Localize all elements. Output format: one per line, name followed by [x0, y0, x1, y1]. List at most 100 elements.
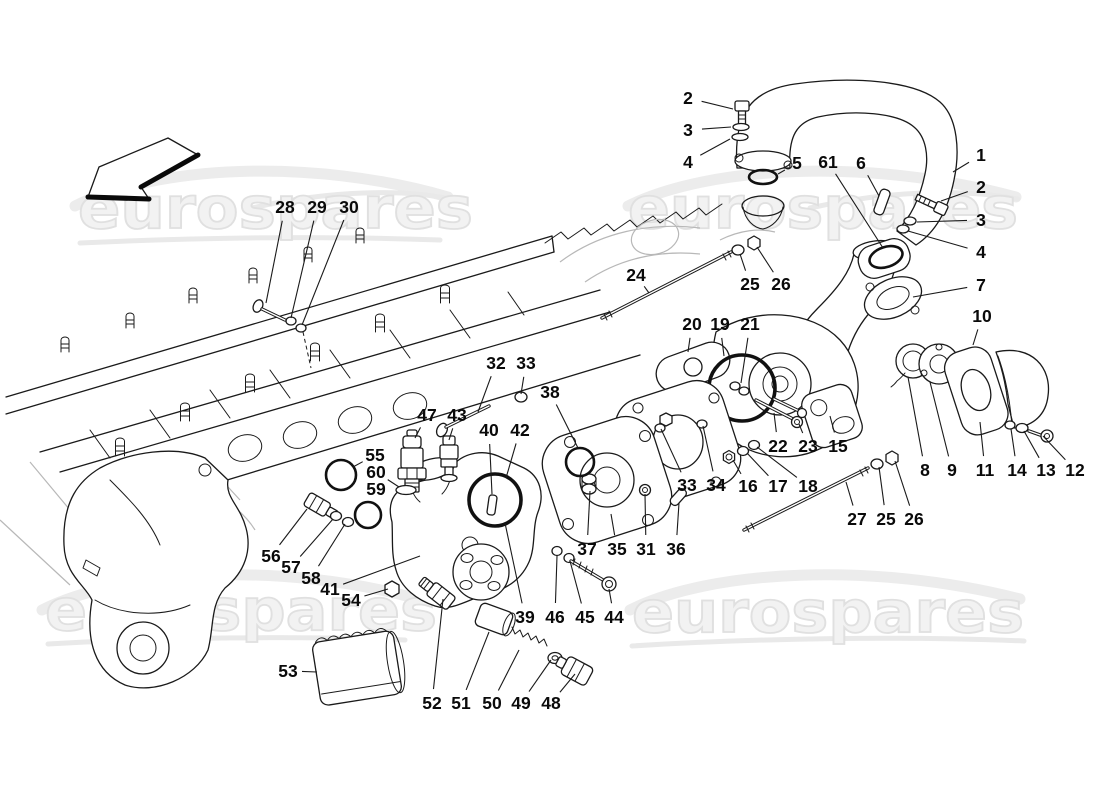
bolt-head	[601, 576, 617, 592]
callout-leader-11	[979, 421, 985, 457]
callout-label-9: 9	[947, 460, 957, 480]
callout-label-45: 45	[575, 607, 595, 627]
callout-label-29: 29	[307, 197, 327, 217]
callout-leader-13	[1023, 430, 1040, 459]
callout-leader-39	[504, 522, 523, 604]
callout-label-20: 20	[682, 314, 702, 334]
o-ring	[747, 168, 779, 186]
callout-leader-37	[587, 490, 591, 536]
callout-leader-30	[301, 219, 345, 326]
callout-label-17: 17	[768, 476, 787, 496]
callout-label-34: 34	[706, 475, 726, 495]
callout-label-53: 53	[278, 661, 298, 681]
callout-label-38: 38	[540, 382, 560, 402]
callout-leader-23	[798, 423, 804, 434]
callout-label-18: 18	[798, 476, 818, 496]
hex-plug	[555, 656, 594, 686]
callout-label-4: 4	[683, 152, 693, 172]
sensor-washer	[395, 484, 417, 496]
callout-label-24: 24	[626, 265, 646, 285]
callout-leader-6	[867, 175, 880, 197]
callout-leader-33	[660, 428, 682, 473]
callout-leader-25	[878, 466, 885, 506]
callout-leader-12	[1042, 435, 1066, 461]
callout-leader-15	[829, 415, 835, 433]
callout-label-59: 59	[366, 479, 386, 499]
callout-label-23: 23	[798, 436, 818, 456]
spring	[511, 626, 548, 647]
callout-leader-60	[387, 479, 400, 488]
callout-leader-2	[940, 191, 968, 202]
callout-leader-43	[448, 428, 454, 441]
callout-leader-5	[777, 169, 786, 175]
callout-label-61: 61	[818, 152, 838, 172]
callout-leader-38	[555, 404, 579, 449]
callout-label-52: 52	[422, 693, 442, 713]
callout-leader-61	[835, 173, 884, 249]
callout-label-25: 25	[740, 274, 760, 294]
thermostat-gasket	[863, 276, 923, 320]
callout-label-32: 32	[486, 353, 506, 373]
watermark-swoosh	[624, 569, 1026, 616]
water-pump-assembly	[541, 237, 1054, 545]
callout-label-36: 36	[666, 539, 686, 559]
watermark-swoosh	[249, 190, 453, 211]
callout-label-50: 50	[482, 693, 502, 713]
callout-leader-36	[676, 502, 680, 536]
watermark-swoosh	[622, 165, 1022, 212]
callout-label-16: 16	[738, 476, 758, 496]
callout-label-11: 11	[976, 460, 995, 480]
callout-label-56: 56	[261, 546, 281, 566]
callout-label-35: 35	[607, 539, 627, 559]
callout-leader-8	[907, 376, 924, 457]
bolt	[914, 193, 949, 216]
callout-leader-3	[701, 126, 732, 130]
callout-leader-34	[702, 425, 714, 472]
callout-label-12: 12	[1065, 460, 1085, 480]
watermark-road-line	[77, 235, 443, 246]
callout-leader-1	[952, 161, 970, 173]
o-ring	[353, 500, 383, 530]
pump-body	[303, 429, 596, 706]
callout-label-7: 7	[976, 275, 986, 295]
callout-leader-19	[721, 337, 725, 357]
watermark-text: eurospares	[632, 578, 1024, 646]
callout-leader-45	[569, 560, 582, 604]
thermo-switch	[439, 435, 459, 483]
pipe-flange	[734, 150, 792, 172]
temperature-sensor	[397, 429, 427, 493]
nut	[722, 449, 736, 465]
engine-block	[0, 203, 776, 689]
nut	[659, 412, 673, 427]
o-ring	[467, 472, 523, 528]
callout-label-48: 48	[541, 693, 561, 713]
callout-label-8: 8	[920, 460, 930, 480]
bolt-head	[796, 407, 808, 419]
watermark-text: eurospares	[78, 174, 473, 242]
callout-leader-26	[756, 246, 774, 273]
nut	[747, 235, 761, 251]
callout-label-58: 58	[301, 568, 321, 588]
callout-label-44: 44	[604, 607, 624, 627]
callout-leader-10	[972, 329, 979, 346]
bolt-head	[252, 299, 264, 313]
callout-label-26: 26	[771, 274, 791, 294]
callout-label-26: 26	[904, 509, 924, 529]
callout-leader-42	[505, 443, 517, 479]
callout-label-15: 15	[828, 436, 848, 456]
hex-plug	[384, 580, 400, 598]
callout-label-5: 5	[792, 153, 802, 173]
bolt-head	[1040, 429, 1054, 443]
callout-leader-49	[528, 659, 552, 692]
callout-label-33: 33	[677, 475, 697, 495]
callout-label-47: 47	[417, 405, 436, 425]
bolt-head	[790, 415, 804, 429]
callout-label-21: 21	[740, 314, 760, 334]
callout-label-10: 10	[972, 306, 992, 326]
callout-leader-41	[342, 555, 421, 585]
callout-label-28: 28	[275, 197, 295, 217]
callout-leader-29	[290, 220, 315, 319]
